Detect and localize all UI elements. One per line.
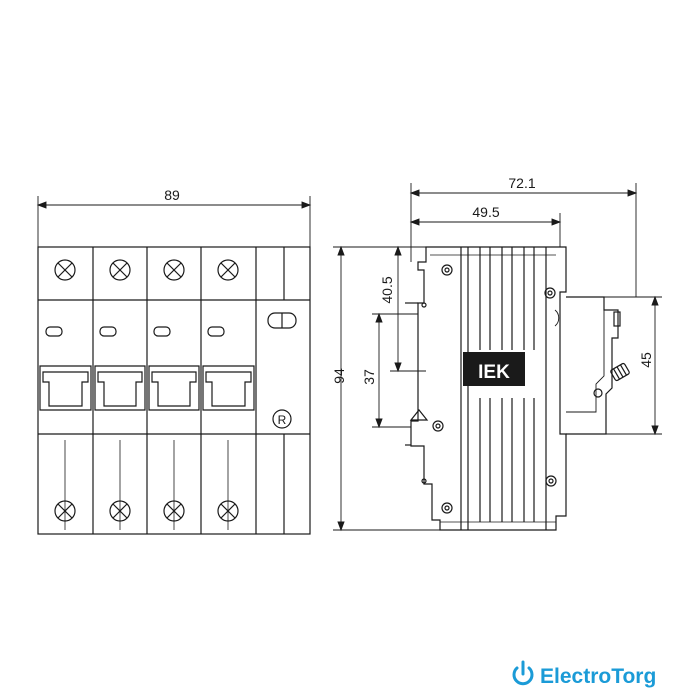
brand-mark: IEK	[463, 352, 525, 386]
top-terminal-3	[163, 259, 185, 281]
bottom-terminal-3	[163, 500, 185, 522]
side-handle-pivot	[593, 388, 603, 398]
depth-dimensions	[409, 183, 638, 297]
rail-height-label: 37	[361, 369, 377, 385]
indicator-window-4	[207, 326, 225, 337]
lever-3	[148, 365, 200, 411]
top-terminal-1	[54, 259, 76, 281]
reset-mark-label: R	[278, 413, 287, 427]
side-screw-top-right	[544, 287, 556, 299]
depth-inner-label: 49.5	[472, 204, 499, 220]
front-body-outline	[37, 246, 311, 535]
side-handle	[566, 296, 619, 435]
lever-2	[94, 365, 146, 411]
electrotorg-logo: ElectroTorg	[512, 660, 656, 688]
depth-total-label: 72.1	[508, 175, 535, 191]
width-dimension	[36, 196, 312, 247]
indicator-window-2	[99, 326, 117, 337]
power-icon	[512, 660, 534, 686]
height-dimension	[333, 245, 440, 532]
top-terminal-2	[109, 259, 131, 281]
width-dimension-label: 89	[164, 187, 180, 203]
rail-dimensions	[372, 245, 426, 429]
bottom-terminal-4	[217, 500, 239, 522]
side-screw-bottom-left	[441, 502, 453, 514]
side-view	[405, 246, 630, 531]
top-terminal-4	[217, 259, 239, 281]
right-height-dimension	[604, 295, 662, 436]
side-screw-top-left	[441, 264, 453, 276]
rail-upper-label: 40.5	[379, 276, 395, 303]
right-height-label: 45	[638, 352, 654, 368]
side-screw-bottom-right	[545, 475, 557, 487]
side-body-outline	[410, 246, 567, 531]
front-view	[37, 246, 311, 535]
logo-name: ElectroTorg	[540, 665, 656, 688]
bottom-terminal-1	[54, 500, 76, 522]
bottom-terminal-2	[109, 500, 131, 522]
reset-mark-circle	[272, 409, 292, 429]
lever-4	[202, 365, 255, 411]
indicator-window-1	[45, 326, 63, 337]
brand-mark-label: IEK	[478, 362, 510, 383]
side-screw-mid-left	[432, 420, 444, 432]
side-handle-latch	[610, 362, 630, 382]
lever-1	[39, 365, 92, 411]
indicator-window-3	[153, 326, 171, 337]
height-dimension-label: 94	[331, 368, 347, 384]
